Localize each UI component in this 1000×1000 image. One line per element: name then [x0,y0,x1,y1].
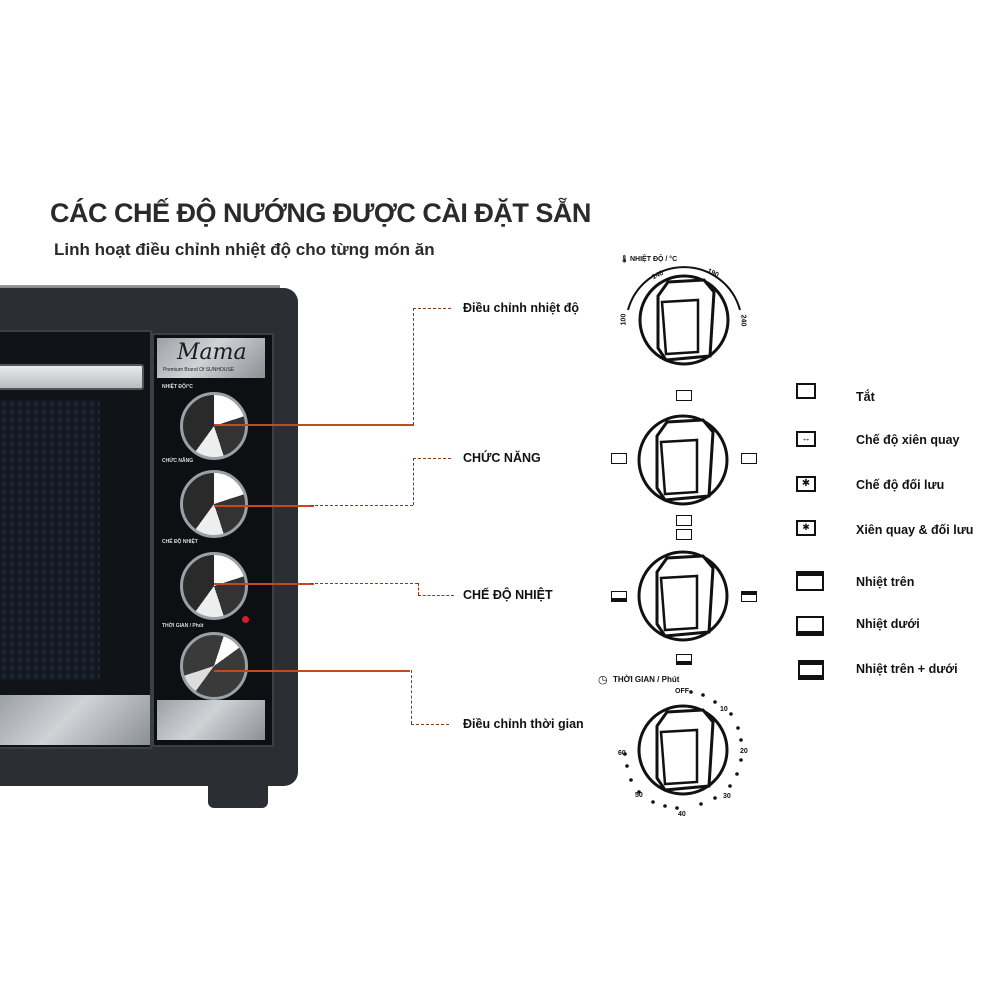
legend-rotisserie-convection-icon: ✱ [796,520,816,536]
temperature-knob[interactable] [180,392,248,460]
legend-off-label: Tắt [856,390,875,404]
timer-scale-10: 10 [720,706,728,713]
timer-scale-40: 40 [678,811,686,818]
brand-tagline: Premium Brand Of SUNHOUSE [163,367,235,373]
timer-scale-off: OFF [675,688,689,695]
heat-mode-knob[interactable] [180,552,248,620]
legend-rotisserie-icon: ↔ [796,431,816,447]
panel-steel-plate [157,700,265,740]
page-title: CÁC CHẾ ĐỘ NƯỚNG ĐƯỢC CÀI ĐẶT SẴN [50,198,591,228]
brand-plate: Mama Premium Brand Of SUNHOUSE [157,338,265,378]
temp-scale-240: 240 [739,314,747,327]
panel-label-function: CHỨC NĂNG [162,458,194,464]
rotisserie-icon [741,453,757,464]
legend-off-icon [796,383,816,399]
oven-window [0,400,100,680]
callout-function: CHỨC NĂNG [463,451,541,465]
timer-scale-30: 30 [723,793,731,800]
legend-top-heat-label: Nhiệt trên [856,575,915,589]
off-icon [676,390,692,401]
top-heat-icon [741,591,757,602]
timer-scale-50: 50 [635,792,643,799]
dashed-line [413,308,414,425]
function-knob[interactable] [180,470,248,538]
heat-mode-dial-diagram [637,550,729,642]
legend-rotisserie-convection-label: Xiên quay & đối lưu [856,523,974,537]
panel-label-temperature: NHIỆT ĐỘ/°C [162,384,193,390]
temp-scale-100: 100 [620,313,628,326]
clock-icon: ◷ [598,674,608,686]
leader-line-timer [214,670,410,672]
thermometer-icon: 🌡 [620,256,629,263]
temperature-dial-diagram [627,266,741,366]
legend-bottom-heat-label: Nhiệt dưới [856,617,920,631]
legend-top-bottom-heat-label: Nhiệt trên + dưới [856,662,958,676]
bottom-heat-icon [676,654,692,665]
legend-convection-icon: ✱ [796,476,816,492]
door-steel-plate [0,695,150,745]
legend-top-heat-icon [796,571,824,591]
leader-line-heat-mode [214,583,314,585]
page-subtitle: Linh hoạt điều chỉnh nhiệt độ cho từng m… [54,240,435,259]
dashed-line [411,670,412,724]
callout-temperature: Điều chỉnh nhiệt độ [463,301,579,315]
legend-bottom-heat-icon [796,616,824,636]
dashed-line [413,308,451,309]
legend-top-bottom-heat-icon [798,660,824,680]
temperature-dial-label: NHIỆT ĐỘ / °C [630,256,678,263]
timer-dial-label: THỜI GIAN / Phút [613,675,680,684]
convection-icon [676,515,692,526]
off-icon [676,529,692,540]
legend-rotisserie-label: Chế độ xiên quay [856,433,960,447]
timer-dial-diagram [623,690,743,810]
timer-scale-20: 20 [740,748,748,755]
legend-convection-label: Chế độ đối lưu [856,478,945,492]
dashed-line [310,583,418,584]
rotisserie-convection-icon [611,453,627,464]
function-dial-diagram [637,414,729,506]
timer-knob[interactable] [180,632,248,700]
dashed-line [411,724,449,725]
leader-line-function [214,505,314,507]
brand-logo: Mama [177,340,247,365]
top-bottom-heat-icon [611,591,627,602]
panel-label-heat-mode: CHẾ ĐỘ NHIỆT [162,539,198,545]
dashed-line [418,583,419,595]
oven-foot [208,786,268,808]
panel-label-timer: THỜI GIAN / Phút [162,623,204,629]
dashed-line [310,505,413,506]
callout-timer: Điều chỉnh thời gian [463,717,584,731]
callout-heat-mode: CHẾ ĐỘ NHIỆT [463,588,553,602]
oven-door-handle [0,364,144,390]
dashed-line [413,458,414,505]
dashed-line [418,595,454,596]
dashed-line [413,458,451,459]
leader-line-temperature [214,424,414,426]
timer-scale-60: 60 [618,750,626,757]
indicator-light [242,616,249,623]
